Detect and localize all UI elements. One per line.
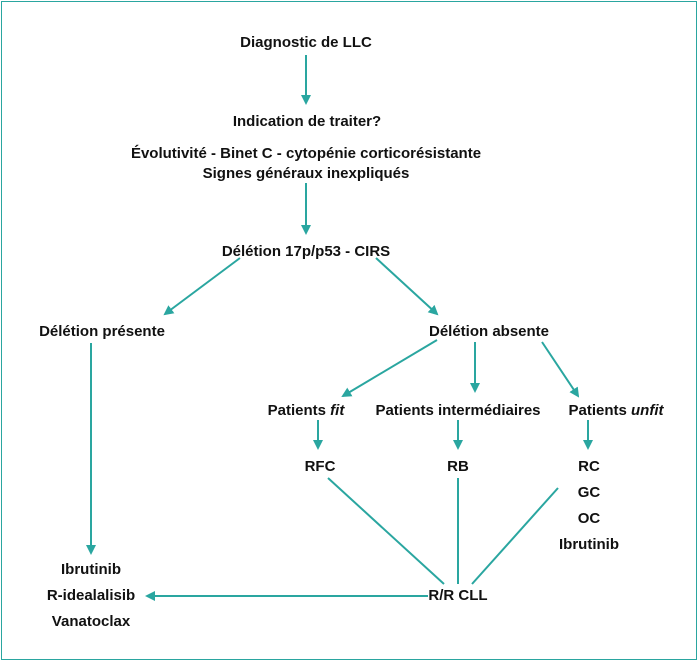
node-present-treatment-r-idealalisib: R-idealalisib: [46, 587, 136, 604]
node-unfit-treatment-ibrutinib: Ibrutinib: [559, 536, 619, 553]
node-rfc: RFC: [304, 458, 336, 475]
node-rb: RB: [447, 458, 469, 475]
node-present-treatment-vanatoclax: Vanatoclax: [51, 613, 131, 630]
node-patients-intermediate: Patients intermédiaires: [375, 402, 541, 419]
patients-unfit-prefix: Patients: [568, 402, 632, 419]
node-patients-fit: Patients fit: [268, 402, 345, 420]
arrow-absent-to-unfit: [541, 341, 580, 398]
node-rr-cll: R/R CLL: [428, 587, 488, 604]
node-unfit-treatment-gc: GC: [577, 484, 601, 501]
node-present-treatment-ibrutinib: Ibrutinib: [61, 561, 121, 578]
node-unfit-treatment-rc: RC: [578, 458, 600, 475]
node-deletion-test: Délétion 17p/p53 - CIRS: [221, 243, 391, 260]
arrow-deletion-test-to-present: [163, 257, 241, 316]
arrow-absent-to-fit: [341, 339, 438, 398]
node-unfit-treatment-oc: OC: [577, 510, 601, 527]
patients-fit-prefix: Patients: [267, 402, 331, 419]
patients-unfit-emphasis: unfit: [631, 402, 664, 419]
node-diagnostic: Diagnostic de LLC: [240, 34, 372, 51]
node-deletion-absent: Délétion absente: [428, 323, 550, 340]
node-criteria-line1: Évolutivité - Binet C - cytopénie cortic…: [130, 145, 482, 162]
patients-fit-emphasis: fit: [330, 402, 345, 419]
node-indication: Indication de traiter?: [232, 113, 382, 130]
line-rfc-to-rr-cll: [327, 477, 445, 585]
line-unfit-to-rr-cll: [471, 487, 559, 585]
arrow-deletion-test-to-absent: [375, 257, 439, 316]
node-criteria-line2: Signes généraux inexpliqués: [202, 165, 410, 182]
node-deletion-present: Délétion présente: [39, 323, 165, 340]
node-patients-unfit: Patients unfit: [568, 402, 663, 420]
